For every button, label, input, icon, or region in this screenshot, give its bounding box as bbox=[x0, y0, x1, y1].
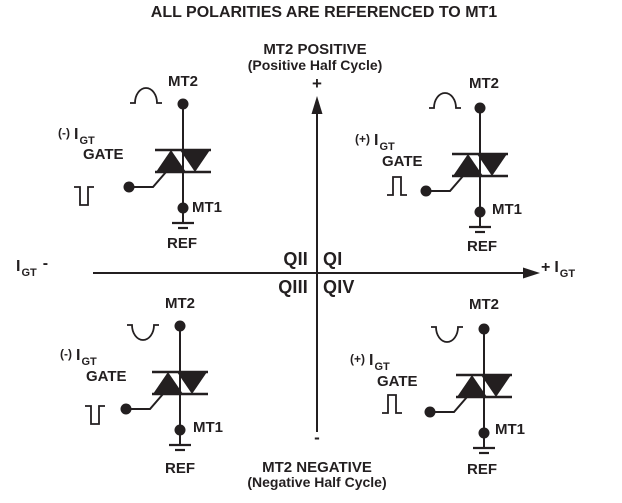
gate-polarity: (+) bbox=[350, 352, 365, 366]
negative-halfcycle-icon bbox=[430, 326, 464, 343]
gate-label: GATE bbox=[377, 373, 418, 390]
minus-sign: - bbox=[42, 255, 49, 272]
vertical-axis-minus-sign: - bbox=[314, 428, 320, 447]
gate-current-label: (-)IGT bbox=[60, 347, 97, 368]
mt2-label: MT2 bbox=[469, 296, 499, 313]
quadrant-label-qi: QI bbox=[323, 249, 343, 269]
plus-sign: + bbox=[541, 259, 551, 276]
up-arrowhead-icon bbox=[311, 96, 323, 114]
vertical-axis-plus-sign: + bbox=[312, 74, 322, 93]
positive-halfcycle-icon bbox=[129, 87, 163, 104]
gate-current-label: (+)IGT bbox=[350, 352, 390, 373]
negative-pulse-icon bbox=[84, 405, 106, 425]
mt1-label: MT1 bbox=[492, 201, 522, 218]
diagram-title: ALL POLARITIES ARE REFERENCED TO MT1 bbox=[150, 4, 498, 21]
mt2-label: MT2 bbox=[168, 73, 198, 90]
negative-halfcycle-icon bbox=[126, 324, 160, 341]
horizontal-axis-right-label: +IGT bbox=[541, 259, 576, 280]
quadrant-label-qiii: QIII bbox=[278, 277, 308, 297]
vertical-axis-top-label: MT2 POSITIVE bbox=[263, 41, 367, 58]
positive-halfcycle-icon bbox=[428, 92, 462, 109]
vertical-axis-bottom-sublabel: (Negative Half Cycle) bbox=[247, 474, 387, 490]
mt2-label: MT2 bbox=[165, 295, 195, 312]
gate-current-label: (+)IGT bbox=[355, 132, 395, 153]
negative-pulse-icon bbox=[73, 186, 95, 206]
igt-subscript: GT bbox=[21, 267, 37, 279]
mt1-label: MT1 bbox=[495, 421, 525, 438]
gate-current-label: (-)IGT bbox=[58, 126, 95, 147]
mt2-label: MT2 bbox=[469, 75, 499, 92]
vertical-axis-top-sublabel: (Positive Half Cycle) bbox=[247, 57, 383, 73]
positive-pulse-icon bbox=[381, 394, 403, 414]
ref-label: REF bbox=[467, 238, 497, 255]
gate-polarity: (+) bbox=[355, 132, 370, 146]
gate-polarity: (-) bbox=[58, 126, 70, 140]
gate-label: GATE bbox=[382, 153, 423, 170]
igt-subscript: GT bbox=[559, 268, 576, 280]
igt-symbol: I bbox=[16, 258, 21, 275]
quadrant-label-qiv: QIV bbox=[323, 277, 355, 297]
ref-label: REF bbox=[167, 235, 197, 252]
gate-polarity: (-) bbox=[60, 347, 72, 361]
igt-symbol: I bbox=[554, 259, 559, 276]
right-arrowhead-icon bbox=[523, 267, 540, 279]
mt1-label: MT1 bbox=[192, 199, 222, 216]
positive-pulse-icon bbox=[386, 176, 408, 196]
ref-label: REF bbox=[467, 461, 497, 478]
quadrant-label-qii: QII bbox=[283, 249, 308, 269]
vertical-axis-bottom-label: MT2 NEGATIVE bbox=[262, 459, 372, 476]
mt1-label: MT1 bbox=[193, 419, 223, 436]
gate-label: GATE bbox=[83, 146, 124, 163]
gate-label: GATE bbox=[86, 368, 127, 385]
horizontal-axis-left-label: IGT- bbox=[16, 255, 48, 279]
ref-label: REF bbox=[165, 460, 195, 477]
